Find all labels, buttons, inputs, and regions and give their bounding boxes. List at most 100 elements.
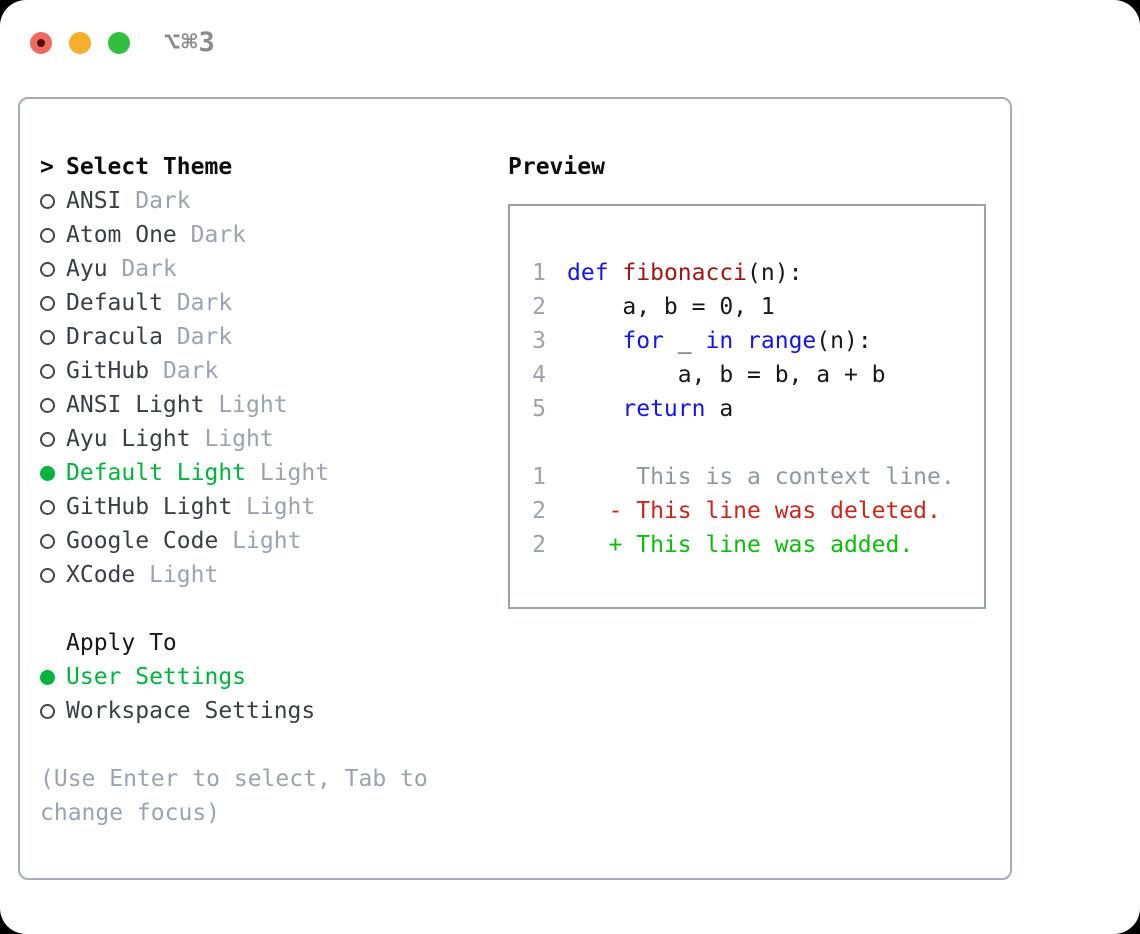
- theme-option-github-light[interactable]: GitHub Light Light: [40, 490, 490, 524]
- radio-unselected-icon: [40, 431, 55, 447]
- option-variant-label: Light: [190, 426, 274, 452]
- code-line-text: a, b = b, a + b: [567, 362, 886, 388]
- code-token: - This line was deleted.: [567, 498, 941, 524]
- theme-option-github[interactable]: GitHub Dark: [40, 354, 490, 388]
- radio-unselected-icon: [40, 703, 55, 719]
- radio-unselected-icon: [40, 363, 55, 379]
- radio-slot: [40, 431, 66, 447]
- code-token: [733, 328, 747, 354]
- option-label: User Settings: [66, 664, 247, 690]
- spacer: [40, 592, 490, 626]
- code-line-text: a, b = 0, 1: [567, 294, 775, 320]
- radio-unselected-icon: [40, 499, 55, 515]
- code-token: range: [747, 328, 817, 354]
- radio-slot: [40, 669, 66, 685]
- option-label: GitHub Light: [66, 494, 233, 520]
- code-line: 4 a, b = b, a + b: [532, 358, 976, 392]
- apply-to-title: Apply To: [66, 630, 177, 656]
- option-label: ANSI: [66, 188, 122, 214]
- code-token: a, b = 0, 1: [567, 294, 775, 320]
- option-label: Default Light: [66, 460, 247, 486]
- option-label: ANSI Light: [66, 392, 205, 418]
- radio-slot: [40, 227, 66, 243]
- keyboard-hint-text: (Use Enter to select, Tab to change focu…: [40, 766, 428, 826]
- radio-unselected-icon: [40, 227, 55, 243]
- code-line: 1 This is a context line.: [532, 460, 976, 494]
- radio-selected-icon: [40, 669, 55, 685]
- option-label: Atom One: [66, 222, 177, 248]
- code-token: a: [705, 396, 734, 422]
- theme-option-ayu-light[interactable]: Ayu Light Light: [40, 422, 490, 456]
- radio-slot: [40, 499, 66, 515]
- radio-unselected-icon: [40, 261, 55, 277]
- minimize-button-icon[interactable]: [69, 31, 91, 54]
- radio-unselected-icon: [40, 397, 55, 413]
- option-variant-label: Light: [232, 494, 316, 520]
- option-label: Default: [66, 290, 163, 316]
- code-line: 3 for _ in range(n):: [532, 324, 976, 358]
- option-variant-label: Light: [135, 562, 219, 588]
- theme-option-xcode[interactable]: XCode Light: [40, 558, 490, 592]
- radio-selected-icon: [40, 465, 55, 481]
- option-variant-label: Dark: [176, 222, 247, 248]
- prompt-chevron-icon: >: [40, 154, 54, 180]
- radio-unselected-icon: [40, 193, 55, 209]
- code-token: [567, 396, 622, 422]
- option-label: GitHub: [66, 358, 150, 384]
- theme-option-dracula[interactable]: Dracula Dark: [40, 320, 490, 354]
- code-token: in: [705, 328, 734, 354]
- code-token: _: [663, 328, 706, 354]
- radio-unselected-icon: [40, 533, 55, 549]
- code-token: (n):: [747, 260, 803, 286]
- theme-option-google-code[interactable]: Google Code Light: [40, 524, 490, 558]
- code-token: return: [622, 396, 706, 422]
- radio-slot: [40, 363, 66, 379]
- close-button-icon[interactable]: [30, 31, 52, 54]
- option-variant-label: Dark: [149, 358, 219, 384]
- code-token: [567, 328, 622, 354]
- theme-option-default-light[interactable]: Default Light Light: [40, 456, 490, 490]
- theme-option-atom-one[interactable]: Atom One Dark: [40, 218, 490, 252]
- code-token: + This line was added.: [567, 532, 914, 558]
- theme-option-ansi-light[interactable]: ANSI Light Light: [40, 388, 490, 422]
- apply-option-user-settings[interactable]: User Settings: [40, 660, 490, 694]
- apply-option-workspace-settings[interactable]: Workspace Settings: [40, 694, 490, 728]
- select-theme-header-row: > Select Theme: [40, 150, 490, 184]
- code-token: (n):: [816, 328, 872, 354]
- option-variant-label: Light: [246, 460, 330, 486]
- theme-option-ayu[interactable]: Ayu Dark: [40, 252, 490, 286]
- line-number: 2: [532, 498, 546, 524]
- option-label: XCode: [66, 562, 136, 588]
- code-line: 2 - This line was deleted.: [532, 494, 976, 528]
- code-line: 2 + This line was added.: [532, 528, 976, 562]
- window-shortcut-label: ⌥⌘3: [164, 27, 216, 58]
- code-line: 2 a, b = 0, 1: [532, 290, 976, 324]
- radio-unselected-icon: [40, 295, 55, 311]
- line-number: 5: [532, 396, 546, 422]
- code-line-text: return a: [567, 396, 733, 422]
- theme-option-default[interactable]: Default Dark: [40, 286, 490, 320]
- code-token: a, b = b, a + b: [567, 362, 886, 388]
- line-number: 3: [532, 328, 546, 354]
- line-number: 2: [532, 294, 546, 320]
- radio-slot: [40, 703, 66, 719]
- code-line-text: This is a context line.: [567, 464, 955, 490]
- line-number: 4: [532, 362, 546, 388]
- code-token: [609, 260, 623, 286]
- code-token: fibonacci: [622, 260, 748, 286]
- line-number: 1: [532, 464, 546, 490]
- radio-unselected-icon: [40, 329, 55, 345]
- option-variant-label: Dark: [121, 188, 191, 214]
- option-variant-label: Light: [218, 528, 302, 554]
- code-token: def: [567, 260, 609, 286]
- zoom-button-icon[interactable]: [108, 31, 130, 54]
- code-token: This is a context line.: [567, 464, 955, 490]
- option-label: Dracula: [66, 324, 163, 350]
- line-number: 2: [532, 532, 546, 558]
- option-label: Workspace Settings: [66, 698, 316, 724]
- theme-option-ansi[interactable]: ANSI Dark: [40, 184, 490, 218]
